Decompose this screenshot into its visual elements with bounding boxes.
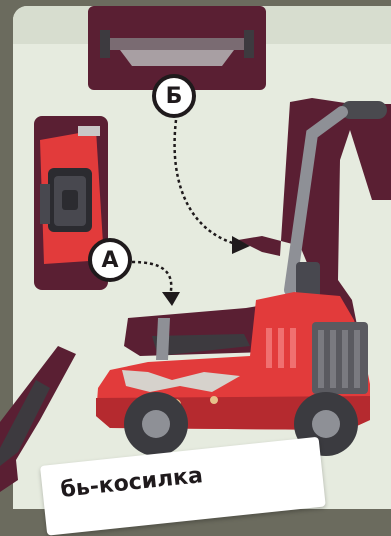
caption-text: бь-косилка — [59, 463, 204, 503]
marker-a-badge[interactable]: А — [88, 238, 132, 282]
marker-b-label: Б — [166, 84, 183, 109]
marker-a-label: А — [101, 248, 118, 273]
scene-illustration — [0, 0, 391, 509]
arrow-a — [132, 262, 180, 306]
arrow-b — [175, 120, 250, 254]
marker-b-badge[interactable]: Б — [152, 74, 196, 118]
